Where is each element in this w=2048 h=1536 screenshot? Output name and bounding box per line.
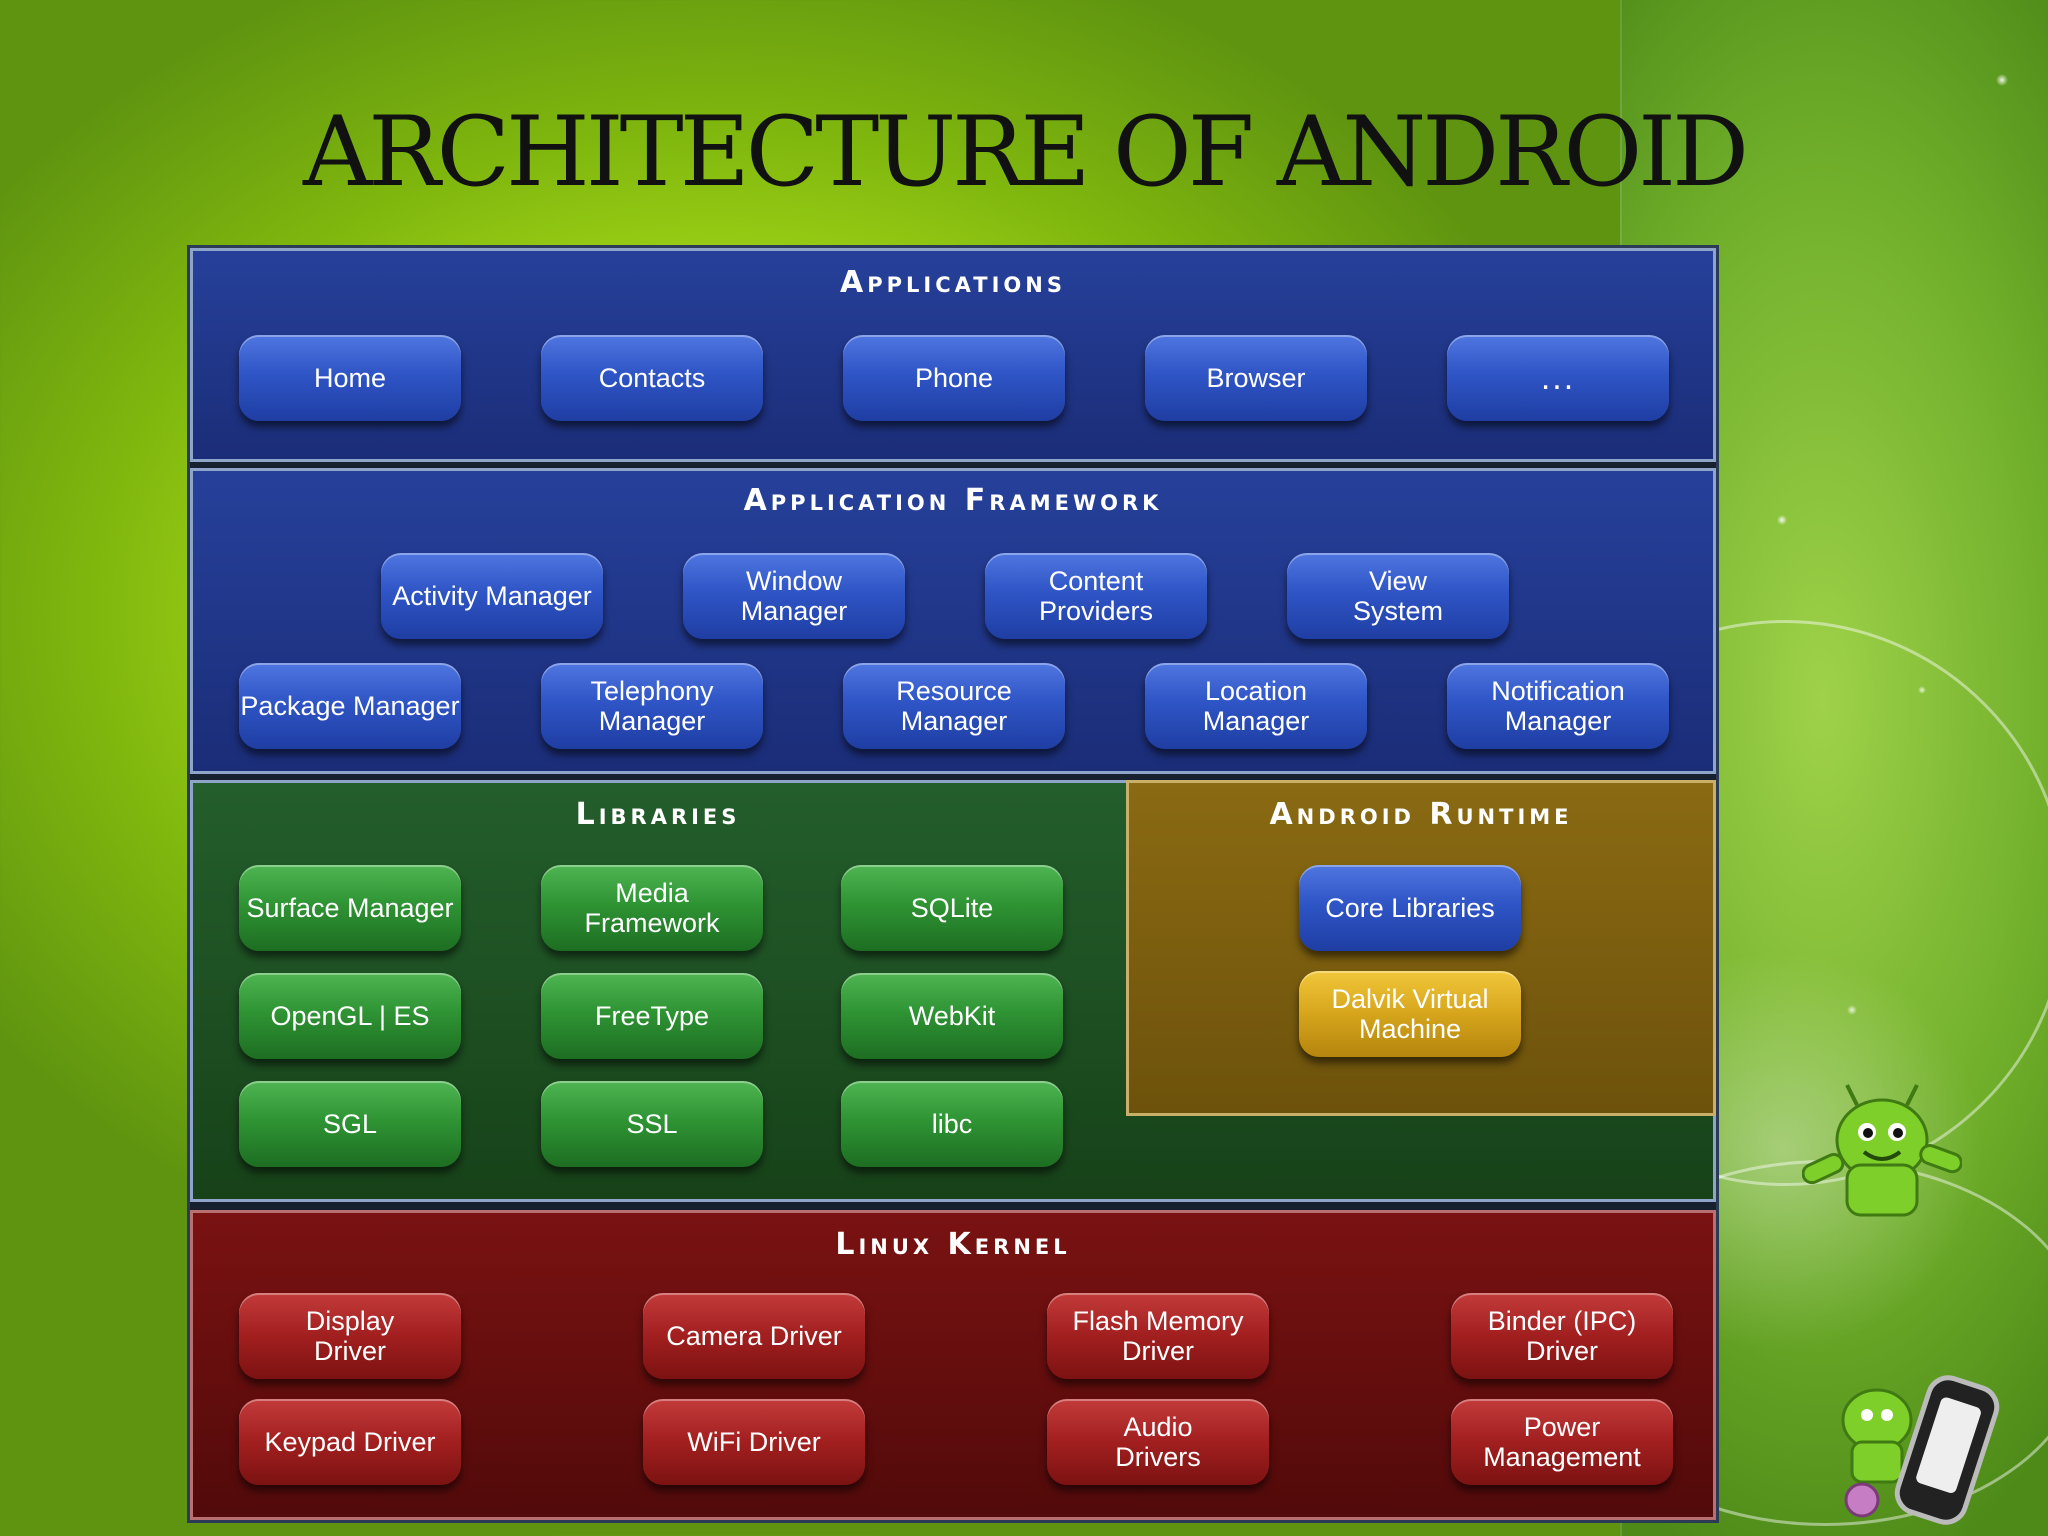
layer-application-framework: Application Framework Activity Manager W… <box>190 468 1716 774</box>
kernel-audio-drivers[interactable]: Audio Drivers <box>1047 1399 1269 1485</box>
layer-title-framework: Application Framework <box>193 483 1713 518</box>
framework-package-manager[interactable]: Package Manager <box>239 663 461 749</box>
app-more[interactable]: ... <box>1447 335 1669 421</box>
app-browser[interactable]: Browser <box>1145 335 1367 421</box>
layer-android-runtime: Android Runtime Core Libraries Dalvik Vi… <box>1126 780 1716 1116</box>
framework-view-system[interactable]: View System <box>1287 553 1509 639</box>
lib-opengl-es[interactable]: OpenGL | ES <box>239 973 461 1059</box>
app-home[interactable]: Home <box>239 335 461 421</box>
layer-title-runtime: Android Runtime <box>1129 797 1713 832</box>
lib-surface-manager[interactable]: Surface Manager <box>239 865 461 951</box>
framework-telephony-manager[interactable]: Telephony Manager <box>541 663 763 749</box>
architecture-diagram: Applications Home Contacts Phone Browser… <box>190 248 1716 1520</box>
framework-content-providers[interactable]: Content Providers <box>985 553 1207 639</box>
kernel-camera-driver[interactable]: Camera Driver <box>643 1293 865 1379</box>
lib-ssl[interactable]: SSL <box>541 1081 763 1167</box>
lib-sqlite[interactable]: SQLite <box>841 865 1063 951</box>
framework-resource-manager[interactable]: Resource Manager <box>843 663 1065 749</box>
framework-notification-manager[interactable]: Notification Manager <box>1447 663 1669 749</box>
kernel-flash-memory-driver[interactable]: Flash Memory Driver <box>1047 1293 1269 1379</box>
runtime-dalvik-vm[interactable]: Dalvik Virtual Machine <box>1299 971 1521 1057</box>
layer-applications: Applications Home Contacts Phone Browser… <box>190 248 1716 462</box>
runtime-core-libraries[interactable]: Core Libraries <box>1299 865 1521 951</box>
android-robot-icon <box>1802 1070 1962 1240</box>
layer-linux-kernel: Linux Kernel Display Driver Camera Drive… <box>190 1210 1716 1520</box>
framework-window-manager[interactable]: Window Manager <box>683 553 905 639</box>
kernel-keypad-driver[interactable]: Keypad Driver <box>239 1399 461 1485</box>
lib-webkit[interactable]: WebKit <box>841 973 1063 1059</box>
app-contacts[interactable]: Contacts <box>541 335 763 421</box>
layer-title-libraries: Libraries <box>193 797 1123 832</box>
kernel-wifi-driver[interactable]: WiFi Driver <box>643 1399 865 1485</box>
layer-title-kernel: Linux Kernel <box>193 1227 1713 1262</box>
framework-activity-manager[interactable]: Activity Manager <box>381 553 603 639</box>
kernel-display-driver[interactable]: Display Driver <box>239 1293 461 1379</box>
lib-media-framework[interactable]: Media Framework <box>541 865 763 951</box>
layer-title-applications: Applications <box>193 265 1713 300</box>
kernel-binder-ipc-driver[interactable]: Binder (IPC) Driver <box>1451 1293 1673 1379</box>
lib-sgl[interactable]: SGL <box>239 1081 461 1167</box>
framework-location-manager[interactable]: Location Manager <box>1145 663 1367 749</box>
page-title: ARCHITECTURE OF ANDROID <box>0 96 2048 208</box>
lib-libc[interactable]: libc <box>841 1081 1063 1167</box>
app-phone[interactable]: Phone <box>843 335 1065 421</box>
kernel-power-management[interactable]: Power Management <box>1451 1399 1673 1485</box>
android-phone-icon <box>1822 1360 2002 1536</box>
lib-freetype[interactable]: FreeType <box>541 973 763 1059</box>
